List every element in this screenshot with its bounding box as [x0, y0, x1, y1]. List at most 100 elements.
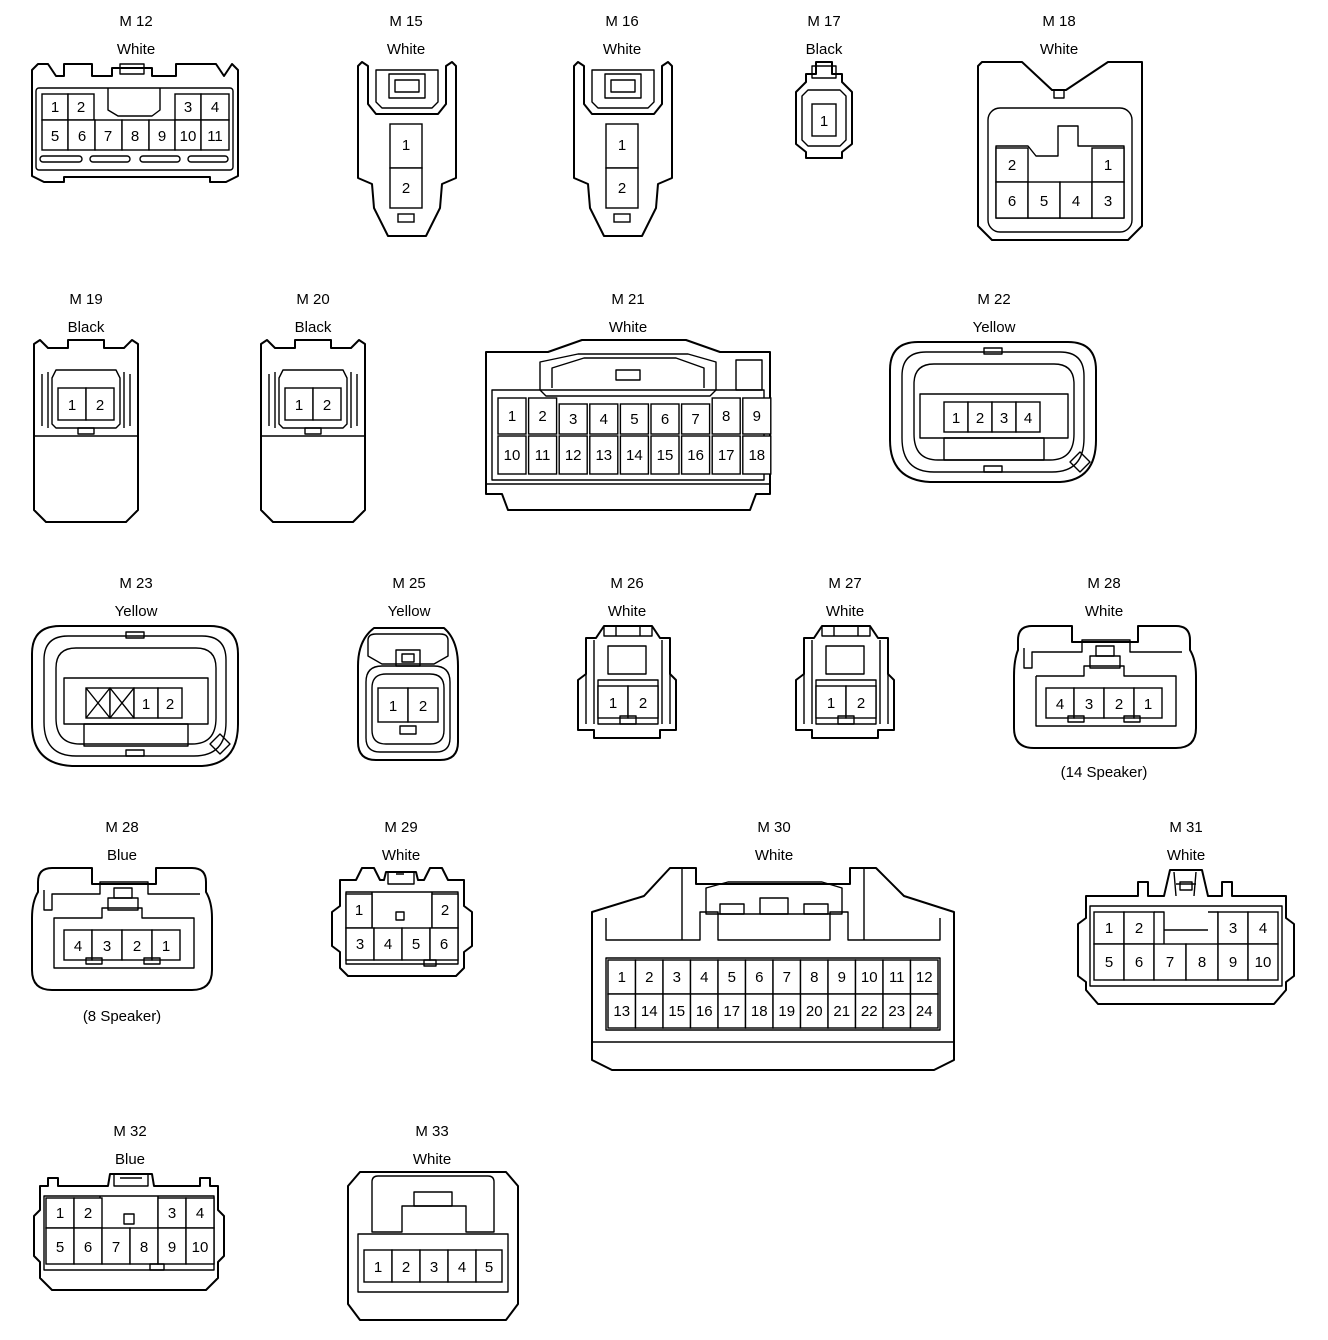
pin-cell: [717, 959, 747, 995]
pin-label: 2: [976, 410, 984, 427]
connector-id: M 28: [105, 819, 138, 836]
pin-label: 2: [441, 902, 449, 919]
connector-m28-14-speaker: M 28 White 4 3 2 1 (14 Speaker): [1013, 575, 1197, 781]
pin-cell: [497, 397, 527, 435]
pin-cell: [882, 959, 912, 995]
pin-label: 2: [1115, 696, 1123, 713]
pin-label: 4: [700, 969, 708, 986]
pin-label: 17: [723, 1003, 740, 1020]
pin-label: 2: [84, 1205, 92, 1222]
pin-cell: [607, 993, 637, 1029]
pin-label: 2: [96, 397, 104, 414]
pin-cell: [717, 993, 747, 1029]
pin-label: 9: [753, 408, 761, 425]
connector-color: White: [1085, 603, 1123, 620]
connector-color: Blue: [115, 1151, 145, 1168]
pin-label: 2: [1135, 920, 1143, 937]
pin-label: 1: [952, 410, 960, 427]
connector-id: M 17: [807, 13, 840, 30]
pin-cell: [711, 397, 741, 435]
pin-label: 4: [600, 411, 608, 428]
connector-color: Yellow: [388, 603, 431, 620]
pin-cell: [909, 959, 939, 995]
connector-id: M 28: [1087, 575, 1120, 592]
pin-label: 5: [412, 936, 420, 953]
pin-label: 1: [820, 113, 828, 130]
connector-id: M 22: [977, 291, 1010, 308]
connector-m15: M 15 White 1 2: [357, 13, 457, 237]
connector-m25: M 25 Yellow 1 2: [357, 575, 459, 761]
pin-cell: [744, 993, 774, 1029]
pin-label: 4: [1056, 696, 1064, 713]
connector-id: M 21: [611, 291, 644, 308]
pin-cell: [497, 435, 527, 475]
pin-label: 19: [778, 1003, 795, 1020]
pin-cell: [619, 435, 650, 475]
connector-m31: M 31 White 1 2 3 4 5 6 7 8 9 10: [1077, 819, 1295, 1005]
connector-m23: M 23 Yellow 1 2: [31, 575, 239, 767]
pin-cell: [589, 403, 619, 435]
pin-label: 13: [595, 447, 612, 464]
connector-m22: M 22 Yellow 1 2 3 4: [889, 291, 1097, 483]
pin-label: 20: [806, 1003, 823, 1020]
connector-m19: M 19 Black 1 2: [33, 291, 139, 523]
connector-m26: M 26 White 1 2: [577, 575, 677, 739]
pin-cell: [527, 435, 558, 475]
connector-id: M 18: [1042, 13, 1075, 30]
pin-label: 10: [180, 128, 197, 145]
pin-label: 1: [827, 695, 835, 712]
pin-label: 12: [916, 969, 933, 986]
pin-label: 9: [1229, 954, 1237, 971]
pin-label: 1: [51, 99, 59, 116]
pin-label: 2: [419, 698, 427, 715]
pin-label: 3: [569, 411, 577, 428]
pin-label: 21: [833, 1003, 850, 1020]
connector-color: White: [603, 41, 641, 58]
connector-id: M 20: [296, 291, 329, 308]
pin-label: 4: [211, 99, 219, 116]
pin-label: 4: [196, 1205, 204, 1222]
connector-color: Black: [68, 319, 105, 336]
connector-m20: M 20 Black 1 2: [260, 291, 366, 523]
pin-label: 11: [207, 128, 223, 145]
connector-m28-8-speaker: M 28 Blue 4 3 2 1 (8 Speaker): [31, 819, 213, 1025]
pin-label: 8: [140, 1239, 148, 1256]
pin-label: 2: [323, 397, 331, 414]
connector-m18: M 18 White 2 1 6 5 4 3: [977, 13, 1143, 241]
connector-color: White: [413, 1151, 451, 1168]
pin-label: 8: [1198, 954, 1206, 971]
connector-color: White: [117, 41, 155, 58]
pin-label: 3: [1229, 920, 1237, 937]
connector-color: White: [1167, 847, 1205, 864]
pin-cell: [589, 435, 619, 475]
connector-id: M 30: [757, 819, 790, 836]
connector-color: White: [826, 603, 864, 620]
connector-m32: M 32 Blue 1 2 3 4 5 6 7 8 9 10: [33, 1123, 225, 1291]
pin-label: 2: [166, 696, 174, 713]
pin-label: 9: [168, 1239, 176, 1256]
pin-label: 6: [78, 128, 86, 145]
connector-color: Yellow: [115, 603, 158, 620]
pin-label: 1: [355, 902, 363, 919]
pin-label: 6: [84, 1239, 92, 1256]
connector-id: M 33: [415, 1123, 448, 1140]
pin-label: 1: [402, 137, 410, 154]
pin-label: 16: [687, 447, 704, 464]
pin-label: 9: [158, 128, 166, 145]
pin-label: 6: [661, 411, 669, 428]
connector-id: M 19: [69, 291, 102, 308]
pin-cell: [689, 993, 719, 1029]
pin-label: 1: [56, 1205, 64, 1222]
pin-label: 10: [192, 1239, 209, 1256]
connector-color: White: [755, 847, 793, 864]
pin-label: 3: [430, 1259, 438, 1276]
connector-m12: M 12 White 1 2 3 4 5 6 7 8 9 10 11: [31, 13, 239, 183]
pin-label: 3: [184, 99, 192, 116]
pin-label: 7: [783, 969, 791, 986]
pin-label: 16: [696, 1003, 713, 1020]
pin-label: 5: [56, 1239, 64, 1256]
pin-label: 8: [131, 128, 139, 145]
